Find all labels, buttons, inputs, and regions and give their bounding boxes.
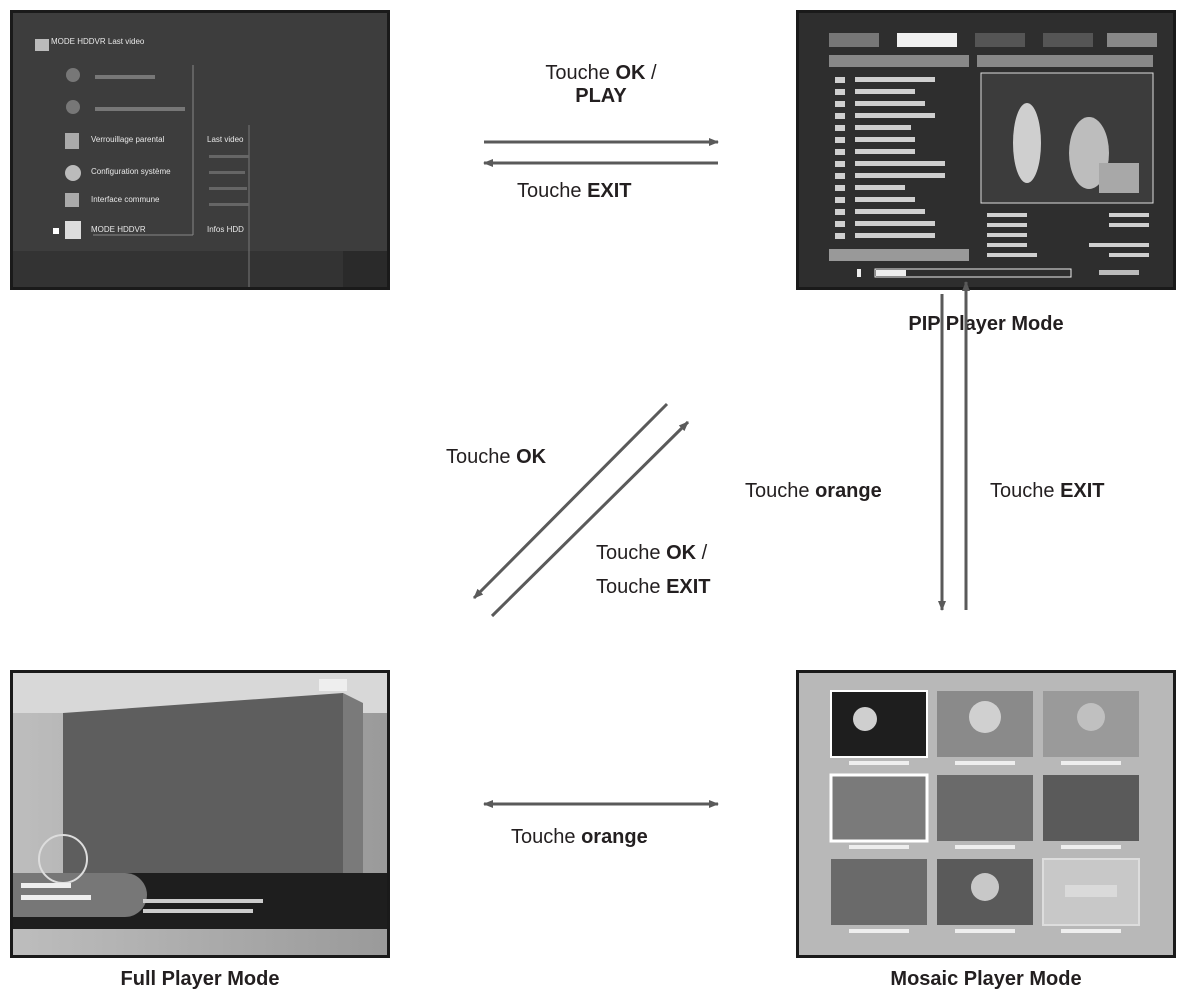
key-exit: EXIT <box>1060 480 1104 502</box>
key-ok: OK <box>666 542 696 564</box>
label-prefix: Touche <box>990 480 1060 502</box>
label-prefix: Touche <box>745 480 815 502</box>
key-exit: EXIT <box>666 576 710 598</box>
label-prefix: Touche <box>511 826 581 848</box>
label-suffix: / <box>696 542 707 564</box>
label-pip-to-full: Touche OK <box>446 446 546 469</box>
label-pip-to-mosaic: Touche orange <box>745 480 882 503</box>
label-full-mosaic: Touche orange <box>511 826 648 849</box>
label-prefix: Touche <box>596 576 666 598</box>
key-exit: EXIT <box>587 180 631 202</box>
key-orange: orange <box>815 480 882 502</box>
label-full-to-pip: Touche OK / Touche EXIT <box>596 536 711 604</box>
key-ok: OK <box>615 62 645 84</box>
label-suffix: / <box>645 62 656 84</box>
label-mosaic-to-pip: Touche EXIT <box>990 480 1105 503</box>
label-prefix: Touche <box>545 62 615 84</box>
label-prefix: Touche <box>517 180 587 202</box>
label-menu-to-pip: Touche OK / PLAY <box>514 62 688 108</box>
key-play: PLAY <box>575 85 627 107</box>
label-prefix: Touche <box>446 446 516 468</box>
key-ok: OK <box>516 446 546 468</box>
label-prefix: Touche <box>596 542 666 564</box>
label-pip-to-menu: Touche EXIT <box>517 180 632 203</box>
key-orange: orange <box>581 826 648 848</box>
